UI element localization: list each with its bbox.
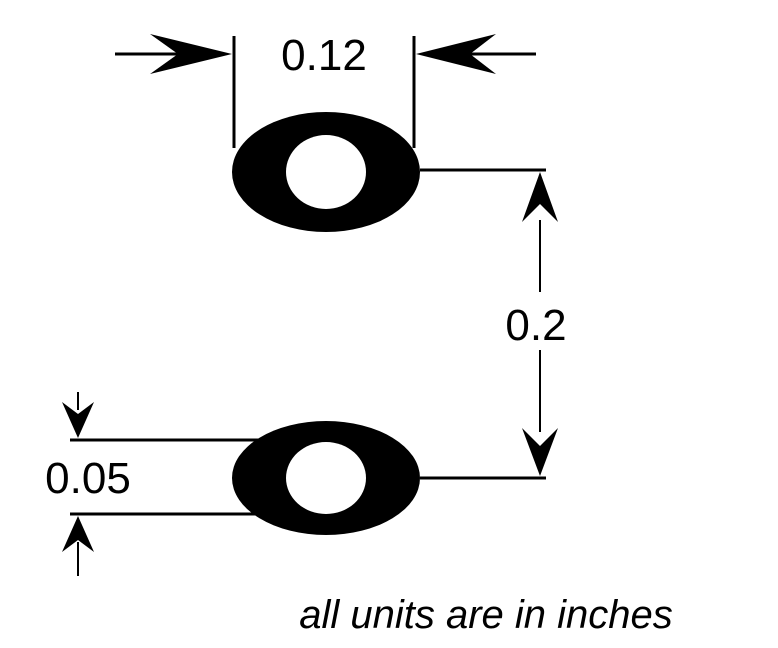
pad-width-dimension: 0.12 [115, 31, 536, 148]
pitch-arrow-down-icon [522, 428, 558, 476]
hole-arrow-down-icon [62, 402, 94, 438]
hole-arrow-up-icon [62, 516, 94, 552]
width-arrow-right-icon [416, 34, 496, 74]
hole-size-label: 0.05 [45, 454, 131, 503]
bottom-pad-hole [286, 442, 366, 514]
top-pad [232, 112, 420, 232]
top-pad-hole [286, 135, 366, 209]
bottom-pad [232, 421, 420, 535]
pad-width-label: 0.12 [281, 31, 367, 80]
hole-size-dimension: 0.05 [45, 392, 262, 576]
pitch-arrow-up-icon [522, 172, 558, 222]
pitch-dimension: 0.2 [420, 168, 567, 480]
width-arrow-left-icon [150, 34, 232, 74]
units-note: all units are in inches [299, 593, 673, 637]
pitch-label: 0.2 [505, 301, 566, 350]
